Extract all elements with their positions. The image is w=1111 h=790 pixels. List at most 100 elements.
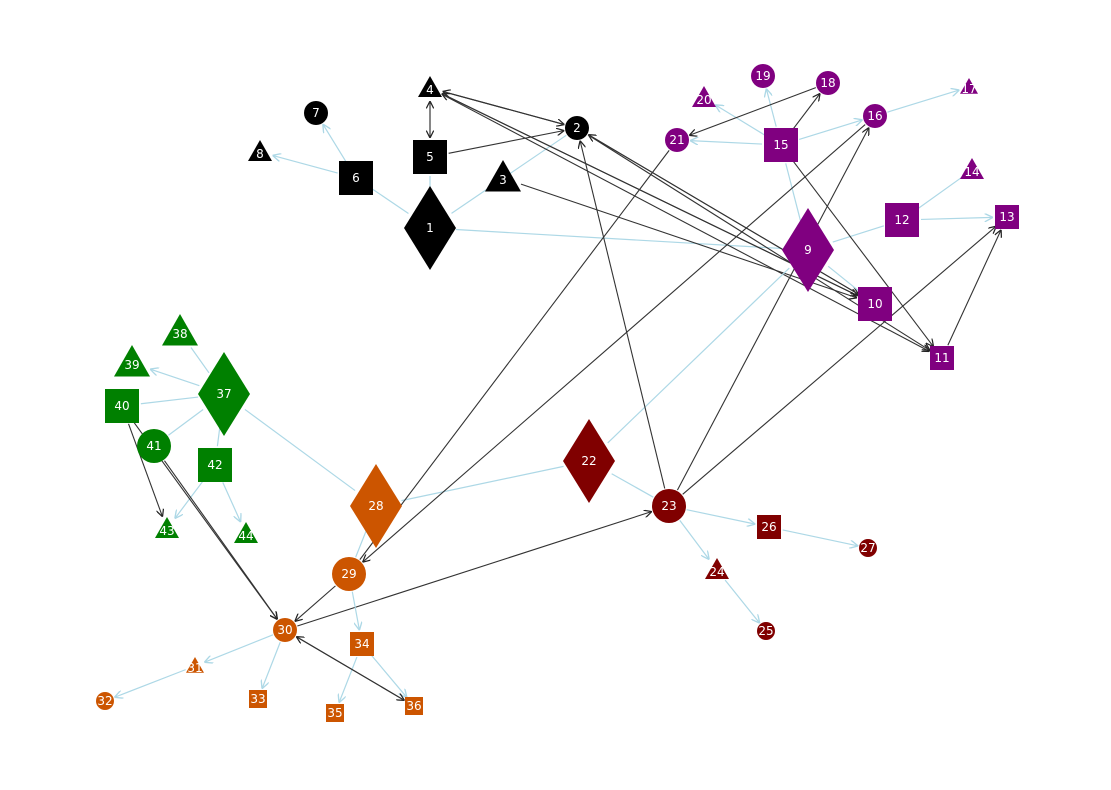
node-label: 37 [216,387,231,401]
edge-15-11 [792,159,933,347]
node-7[interactable]: 7 [304,101,328,125]
node-label: 44 [238,529,253,543]
node-label: 32 [97,694,112,708]
node-17[interactable]: 17 [960,78,978,96]
node-6[interactable]: 6 [339,161,373,195]
node-26[interactable]: 26 [757,515,781,539]
node-shape-circle [859,539,877,557]
node-35[interactable]: 35 [326,704,344,722]
node-19[interactable]: 19 [751,64,775,88]
node-label: 23 [661,499,676,513]
node-shape-circle [751,64,775,88]
node-shape-circle [757,622,775,640]
node-41[interactable]: 41 [137,429,171,463]
node-15[interactable]: 15 [764,128,798,162]
node-25[interactable]: 25 [757,622,775,640]
node-label: 2 [573,121,581,135]
node-43[interactable]: 43 [155,517,179,538]
node-5[interactable]: 5 [413,140,447,174]
edge-18-21 [689,87,817,136]
edge-26-27 [782,529,859,546]
node-21[interactable]: 21 [665,128,689,152]
node-shape-triangle [186,657,204,673]
edge-15-16 [798,120,862,140]
edge-42-44 [222,482,241,522]
node-shape-diamond [198,352,250,436]
node-28[interactable]: 28 [350,464,402,548]
node-shape-circle [137,429,171,463]
node-4[interactable]: 4 [418,76,442,97]
edge-28-29 [355,529,367,558]
node-shape-square [105,389,139,423]
node-39[interactable]: 39 [114,345,150,377]
edge-24-25 [724,579,760,623]
node-10[interactable]: 10 [858,287,892,321]
node-2[interactable]: 2 [565,116,589,140]
node-40[interactable]: 40 [105,389,139,423]
node-23[interactable]: 23 [652,489,686,523]
node-3[interactable]: 3 [485,160,521,192]
node-label: 42 [207,458,222,472]
node-38[interactable]: 38 [162,314,198,346]
node-shape-square [198,448,232,482]
edge-37-38 [190,347,210,374]
edge-29-34 [351,591,359,631]
edge-28-37 [244,408,356,492]
edge-30-33 [262,641,281,689]
node-14[interactable]: 14 [960,158,984,179]
edge-23-16 [676,127,869,491]
node-12[interactable]: 12 [885,203,919,237]
node-27[interactable]: 27 [859,539,877,557]
edge-9-22 [607,267,790,444]
node-label: 25 [758,624,773,638]
edge-9-15 [785,163,803,225]
node-42[interactable]: 42 [198,448,232,482]
node-shape-square [858,287,892,321]
node-24[interactable]: 24 [705,558,729,579]
node-34[interactable]: 34 [350,632,374,656]
edge-37-39 [150,369,200,387]
node-label: 29 [341,567,356,581]
node-1[interactable]: 1 [404,186,456,270]
node-label: 31 [187,661,202,675]
node-31[interactable]: 31 [186,657,204,675]
node-label: 34 [354,637,369,651]
node-13[interactable]: 13 [995,205,1019,229]
node-shape-square [413,140,447,174]
node-18[interactable]: 18 [816,71,840,95]
node-33[interactable]: 33 [249,690,267,708]
node-20[interactable]: 20 [692,86,716,107]
node-11[interactable]: 11 [930,346,954,370]
node-shape-square [885,203,919,237]
node-8[interactable]: 8 [248,140,272,161]
node-shape-circle [273,618,297,642]
node-shape-circle [96,692,114,710]
node-44[interactable]: 44 [234,522,258,543]
node-37[interactable]: 37 [198,352,250,436]
node-9[interactable]: 9 [782,208,834,292]
edge-12-13 [920,217,993,219]
node-label: 21 [669,133,684,147]
edge-12-14 [917,177,962,210]
edge-29-30 [295,585,336,622]
node-shape-square [249,690,267,708]
node-label: 12 [894,213,909,227]
node-16[interactable]: 16 [863,104,887,128]
node-22[interactable]: 22 [563,419,615,503]
node-shape-diamond [350,464,402,548]
node-30[interactable]: 30 [273,618,297,642]
node-32[interactable]: 32 [96,692,114,710]
edge-34-36 [370,654,407,698]
node-36[interactable]: 36 [405,697,423,715]
edge-6-8 [273,155,338,174]
edge-9-10 [827,265,861,293]
node-shape-circle [665,128,689,152]
node-shape-triangle [248,140,272,161]
node-label: 19 [755,69,770,83]
node-shape-triangle [155,517,179,538]
node-label: 9 [804,243,812,257]
node-label: 36 [406,699,421,713]
node-label: 5 [426,150,434,164]
node-29[interactable]: 29 [332,557,366,591]
node-label: 7 [312,106,320,120]
